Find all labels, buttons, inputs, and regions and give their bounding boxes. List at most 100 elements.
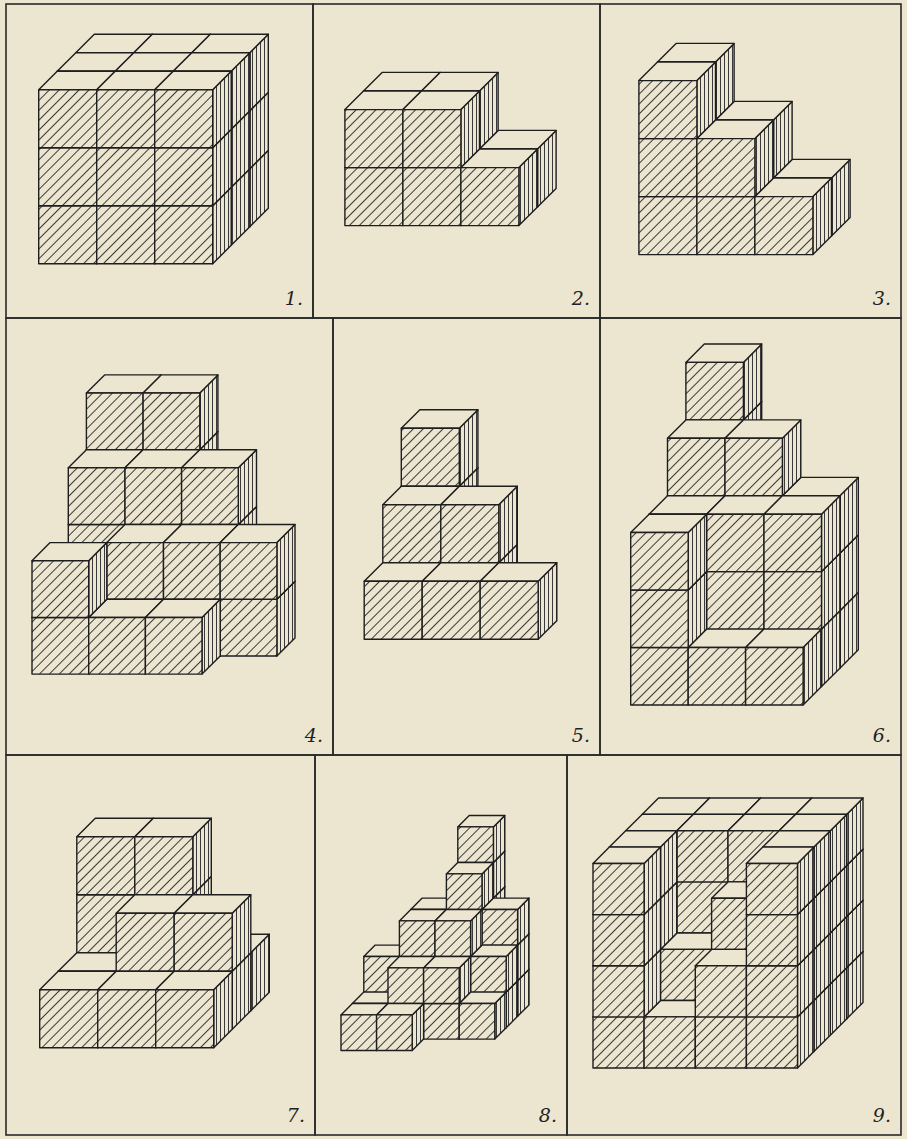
cube-front-face: [97, 90, 155, 148]
cube-top-face: [746, 629, 822, 647]
cube-front-face: [593, 1017, 644, 1068]
cube-front-face: [644, 1017, 695, 1068]
cube-front-face: [695, 1017, 746, 1068]
cube-front-face: [125, 468, 182, 525]
cube-top-face: [441, 486, 518, 505]
cube-front-face: [695, 966, 746, 1017]
cube-top-face: [686, 344, 762, 362]
cube-stack: [39, 34, 269, 264]
cube-front-face: [383, 505, 441, 563]
cube-front-face: [155, 206, 213, 264]
cube-front-face: [593, 864, 644, 915]
cube-front-face: [688, 648, 745, 706]
cube-front-face: [471, 957, 507, 993]
cube-front-face: [145, 618, 202, 675]
cube-front-face: [480, 581, 538, 639]
cube-front-face: [764, 572, 822, 630]
cube-front-face: [435, 921, 471, 957]
cube-front-face: [39, 148, 97, 206]
cube-top-face: [145, 599, 220, 617]
cube-front-face: [399, 921, 435, 957]
cube-front-face: [39, 206, 97, 264]
cube-front-face: [97, 148, 155, 206]
figure-number: 2.: [572, 289, 590, 308]
cube-front-face: [135, 837, 193, 895]
cube-front-face: [593, 966, 644, 1017]
figure-number: 3.: [873, 289, 891, 308]
panel-frame: [567, 755, 901, 1135]
cube-top-face: [725, 420, 801, 438]
cube-stack: [639, 43, 850, 254]
cube-top-face: [403, 91, 480, 110]
cube-front-face: [220, 543, 277, 600]
cube-front-face: [482, 910, 518, 946]
cube-top-face: [458, 816, 505, 827]
panel-frame: [313, 4, 600, 318]
figure-number: 8.: [539, 1106, 557, 1125]
cube-front-face: [593, 915, 644, 966]
cube-front-face: [97, 206, 155, 264]
cube-front-face: [424, 1004, 460, 1040]
cube-front-face: [707, 514, 764, 571]
cube-front-face: [458, 827, 494, 863]
cube-top-face: [746, 847, 814, 863]
cube-top-face: [156, 971, 233, 990]
cube-top-face: [658, 43, 735, 62]
cube-top-face: [796, 798, 864, 814]
cube-front-face: [459, 1004, 495, 1040]
cube-front-face: [68, 468, 125, 525]
cube-front-face: [686, 362, 744, 420]
cube-front-face: [697, 197, 755, 255]
cube-top-face: [174, 895, 251, 914]
cube-front-face: [116, 913, 174, 971]
cube-front-face: [746, 966, 797, 1017]
figure-number: 5.: [572, 726, 590, 745]
cube-front-face: [388, 968, 424, 1004]
cube-front-face: [755, 197, 813, 255]
cube-front-face: [89, 618, 146, 675]
cube-front-face: [446, 874, 482, 910]
cube-front-face: [746, 1017, 797, 1068]
panel-frame: [600, 4, 901, 318]
cube-front-face: [424, 968, 460, 1004]
cube-top-face: [763, 831, 831, 847]
cube-front-face: [461, 168, 519, 226]
cube-stack: [345, 72, 556, 225]
cube-stack: [341, 816, 529, 1051]
cube-front-face: [697, 139, 755, 197]
cube-front-face: [631, 533, 689, 591]
cube-front-face: [164, 543, 221, 600]
cube-top-face: [639, 62, 716, 81]
cube-front-face: [155, 148, 213, 206]
cube-front-face: [39, 90, 97, 148]
cube-top-face: [220, 525, 295, 543]
cube-top-face: [401, 410, 478, 429]
panel-frame: [315, 755, 567, 1135]
cube-front-face: [345, 168, 403, 226]
cube-stack: [364, 410, 557, 640]
cube-front-face: [677, 831, 728, 882]
cube-front-face: [403, 110, 461, 168]
cube-top-face: [764, 496, 840, 514]
cube-front-face: [107, 543, 164, 600]
figure-number: 7.: [287, 1106, 305, 1125]
cube-front-face: [725, 438, 782, 496]
cube-front-face: [401, 428, 459, 486]
cube-top-face: [424, 957, 471, 968]
cube-top-face: [422, 72, 499, 91]
cube-top-face: [593, 847, 661, 863]
cube-top-face: [377, 1004, 424, 1015]
cube-front-face: [746, 648, 804, 706]
cube-top-face: [182, 450, 257, 468]
cube-front-face: [746, 915, 797, 966]
cube-front-face: [441, 505, 499, 563]
figure-number: 6.: [873, 726, 891, 745]
cube-front-face: [155, 90, 213, 148]
cube-top-face: [631, 514, 707, 532]
cube-front-face: [341, 1015, 377, 1051]
cube-front-face: [639, 197, 697, 255]
cube-front-face: [746, 864, 797, 915]
cube-front-face: [32, 561, 89, 618]
cube-front-face: [86, 393, 143, 450]
